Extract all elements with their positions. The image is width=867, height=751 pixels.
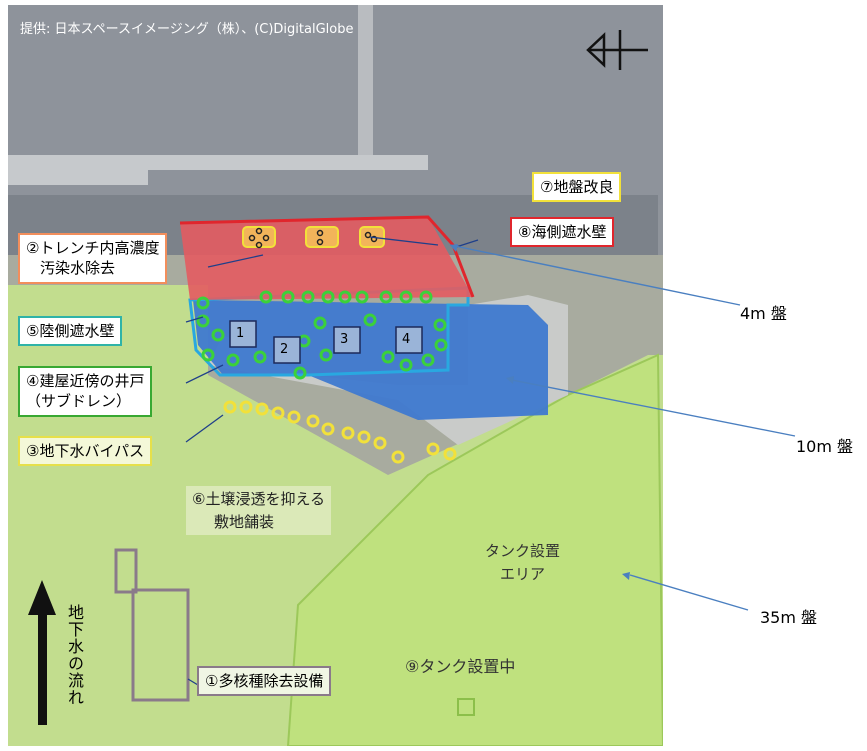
measure-2-line2: 汚染水除去 <box>40 259 116 278</box>
tank-area-zone <box>286 353 663 746</box>
measure-4-box: ④建屋近傍の井戸 （サブドレン） <box>18 366 153 417</box>
pier <box>358 5 373 155</box>
measure-3-box: ③地下水バイパス <box>18 436 153 467</box>
measure-2-line1: ②トレンチ内高濃度 <box>26 239 160 257</box>
measure-5-box: ⑤陸側遮水壁 <box>18 316 123 347</box>
tank-construction-marker <box>457 698 475 716</box>
tank-area-label: タンク設置 エリア <box>485 540 560 585</box>
unit-1-box <box>229 320 257 348</box>
measure-9-label: ⑨タンク設置中 <box>405 657 516 676</box>
elevation-10m-label: 10m 盤 <box>796 437 854 456</box>
alps-building-small <box>114 548 138 594</box>
breakwater <box>8 155 428 185</box>
unit-4-box <box>395 326 423 354</box>
unit-4-label: 4 <box>402 332 411 347</box>
groundwater-flow-label: 地下水の流れ <box>65 604 84 706</box>
measure-7-box: ⑦地盤改良 <box>532 172 622 203</box>
unit-3-box <box>333 326 361 354</box>
blue-zone-10m <box>193 300 548 420</box>
measure-4-line1: ④建屋近傍の井戸 <box>26 372 145 390</box>
elevation-35m-label: 35m 盤 <box>760 608 818 627</box>
unit-2-box <box>273 336 301 364</box>
elevation-4m-label: 4m 盤 <box>740 304 787 323</box>
tank-area-line2: エリア <box>500 564 546 583</box>
tank-area-line1: タンク設置 <box>485 542 561 560</box>
reactor-units <box>229 320 423 364</box>
aerial-map <box>8 5 663 746</box>
measure-2-box: ②トレンチ内高濃度 汚染水除去 <box>18 233 168 284</box>
bypass-wells <box>223 400 457 464</box>
north-arrow-icon <box>586 30 648 70</box>
image-credit: 提供: 日本スペースイメージング（株）、(C)DigitalGlobe <box>20 22 354 37</box>
measure-1-box: ①多核種除去設備 <box>197 666 332 697</box>
measure-4-line2: （サブドレン） <box>26 392 132 411</box>
alps-building <box>131 588 190 702</box>
unit-2-label: 2 <box>280 342 289 357</box>
unit-3-label: 3 <box>340 332 349 347</box>
groundwater-flow-arrow-icon <box>28 580 56 725</box>
measure-8-box: ⑧海側遮水壁 <box>510 217 615 248</box>
measure-6-label: ⑥土壌浸透を抑える 敷地舗装 <box>186 486 331 535</box>
measure-6-line2: 敷地舗装 <box>214 512 275 531</box>
unit-1-label: 1 <box>236 326 245 341</box>
measure-6-line1: ⑥土壌浸透を抑える <box>192 490 325 508</box>
